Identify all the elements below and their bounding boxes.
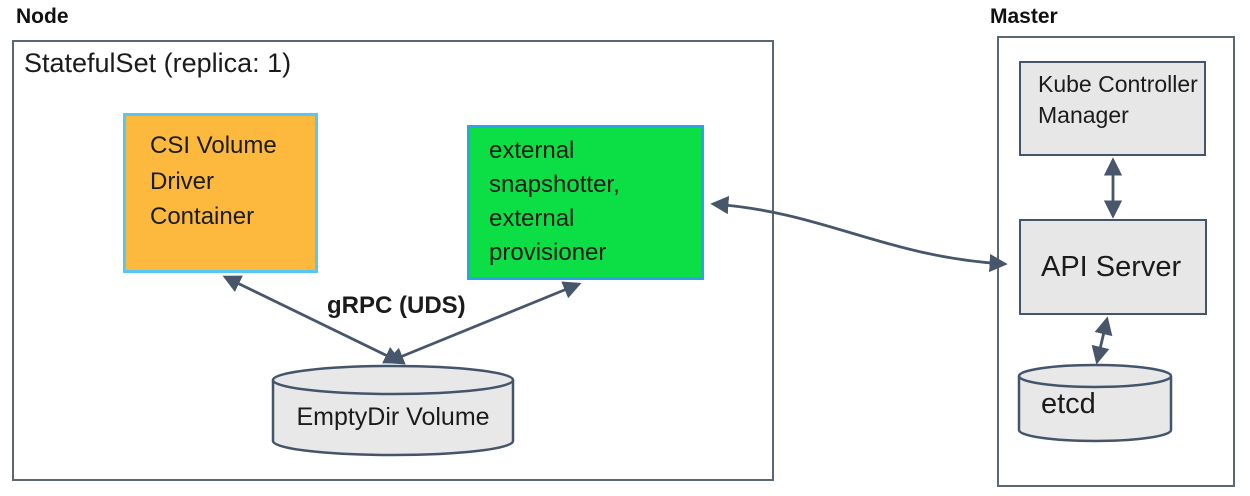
kube-controller-manager-box: Kube Controller Manager — [1019, 61, 1206, 156]
node-section-label: Node — [16, 5, 69, 28]
api-server-etcd-arrow — [1091, 316, 1113, 365]
etcd-label: etcd — [1041, 388, 1096, 420]
emptydir-volume-label: EmptyDir Volume — [296, 403, 490, 431]
etcd-cylinder — [1017, 363, 1173, 443]
master-section-label: Master — [990, 5, 1058, 28]
emptydir-volume-cylinder — [271, 364, 515, 457]
api-server-box: API Server — [1019, 219, 1207, 315]
sidecar-api-server-arrow — [710, 196, 1008, 273]
csi-volume-driver-container-box: CSI Volume Driver Container — [123, 113, 318, 273]
external-snapshotter-provisioner-box: external snapshotter, external provision… — [467, 125, 704, 280]
statefulset-title: StatefulSet (replica: 1) — [24, 48, 292, 78]
grpc-arrow-sidecar-to-emptydir — [385, 281, 582, 365]
grpc-arrow-csi-to-emptydir — [222, 275, 403, 364]
